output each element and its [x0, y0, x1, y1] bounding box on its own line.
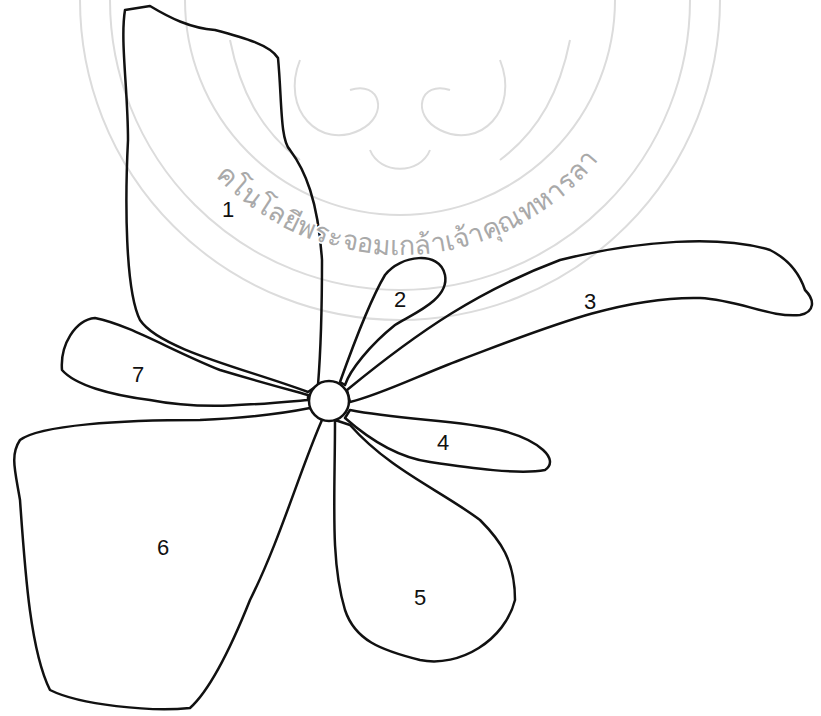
petal-outline	[62, 318, 308, 406]
callout-number: 4	[437, 432, 449, 454]
seal-ring	[110, 0, 690, 290]
petal-outline	[340, 258, 445, 385]
callout-number: 3	[584, 291, 596, 313]
callout-number: 2	[394, 289, 406, 311]
seal-ornament	[295, 60, 378, 135]
flower-center	[309, 381, 349, 421]
petals	[14, 6, 812, 709]
callout-number: 1	[222, 199, 234, 221]
watermark-text: คโนโลยีพระจอมเกล้าเจ้าคุณทหารลา	[211, 143, 604, 261]
petal-outline	[334, 420, 515, 661]
seal-ornament	[422, 60, 505, 135]
petal-outline	[347, 241, 812, 402]
seal-watermark	[80, 0, 720, 320]
petal-outline	[14, 408, 322, 709]
seal-ornament	[370, 150, 430, 169]
callout-number: 5	[414, 587, 426, 609]
petal-outline	[345, 410, 550, 472]
callout-number: 6	[157, 537, 169, 559]
petal-outline	[123, 6, 322, 392]
callout-number: 7	[132, 364, 144, 386]
seal-ring	[80, 0, 720, 320]
